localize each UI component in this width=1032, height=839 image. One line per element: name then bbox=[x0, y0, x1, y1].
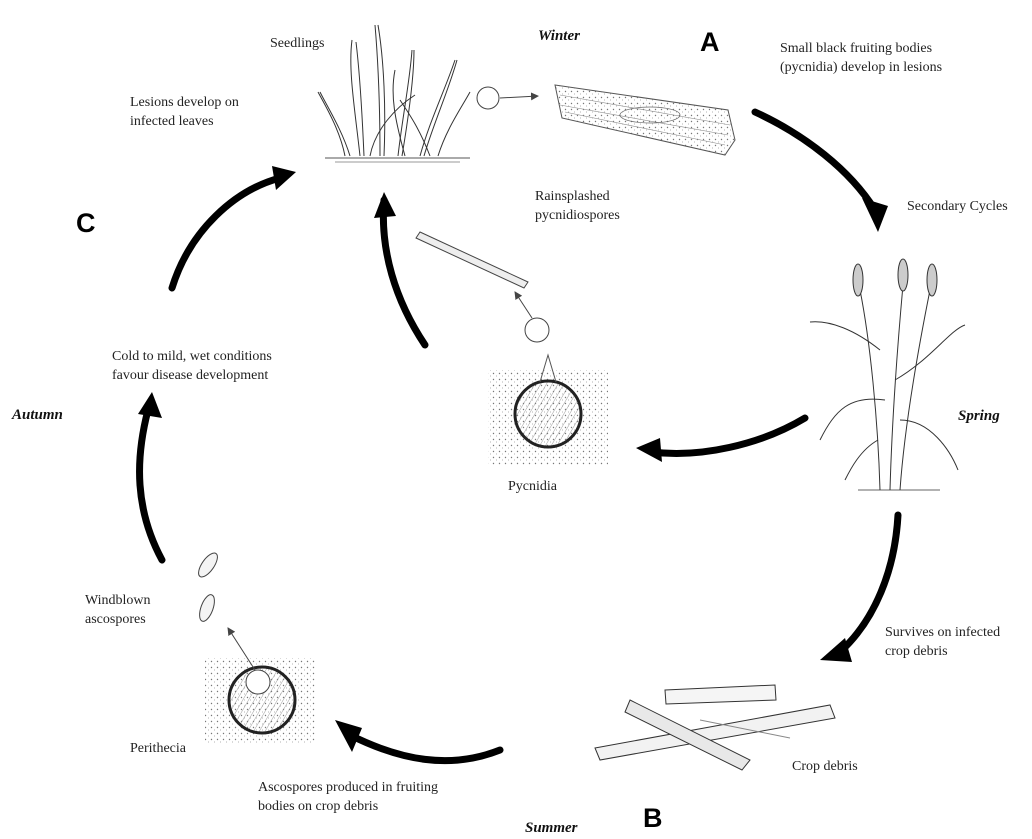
perithecia-illustration bbox=[205, 628, 315, 743]
label-pycnidia: Pycnidia bbox=[508, 478, 557, 496]
label-survives-line2: crop debris bbox=[885, 643, 948, 661]
label-lesions-line1: Lesions develop on bbox=[130, 94, 239, 112]
pycnidia-illustration bbox=[416, 232, 608, 465]
letter-b: B bbox=[643, 803, 663, 834]
label-cold-line2: favour disease development bbox=[112, 367, 268, 385]
label-cold-line1: Cold to mild, wet conditions bbox=[112, 348, 272, 366]
label-fruiting-line1: Small black fruiting bodies bbox=[780, 40, 932, 58]
label-rainsplashed-line2: pycnidiospores bbox=[535, 207, 620, 225]
label-windblown-line1: Windblown bbox=[85, 592, 151, 610]
arrow-spring-to-pycnidia bbox=[636, 418, 805, 462]
letter-a: A bbox=[700, 27, 720, 58]
season-summer: Summer bbox=[525, 820, 578, 837]
label-windblown-line2: ascospores bbox=[85, 611, 146, 629]
arrow-summer-to-perithecia bbox=[335, 720, 500, 761]
infected-leaf-illustration bbox=[555, 85, 735, 155]
label-fruiting-line2: (pycnidia) develop in lesions bbox=[780, 59, 942, 77]
letter-c: C bbox=[76, 208, 96, 239]
label-seedlings: Seedlings bbox=[270, 35, 324, 53]
season-winter: Winter bbox=[538, 28, 580, 45]
label-rainsplashed-line1: Rainsplashed bbox=[535, 188, 610, 206]
seedlings-illustration bbox=[318, 25, 538, 162]
arrow-windblown-to-autumn bbox=[138, 392, 162, 560]
season-spring: Spring bbox=[958, 408, 1000, 425]
label-secondary-cycles: Secondary Cycles bbox=[907, 198, 1008, 216]
arrow-winter-to-spring bbox=[755, 112, 888, 232]
season-autumn: Autumn bbox=[12, 407, 63, 424]
wheat-plant-illustration bbox=[810, 259, 965, 490]
arrow-pycnidia-to-seedlings bbox=[374, 192, 425, 345]
label-crop-debris: Crop debris bbox=[792, 758, 858, 776]
ascospores-illustration bbox=[195, 550, 221, 623]
label-ascospores-line2: bodies on crop debris bbox=[258, 798, 378, 816]
label-ascospores-line1: Ascospores produced in fruiting bbox=[258, 779, 438, 797]
label-lesions-line2: infected leaves bbox=[130, 113, 214, 131]
arrow-autumn-to-seedlings bbox=[172, 166, 296, 288]
label-perithecia: Perithecia bbox=[130, 740, 186, 758]
label-survives-line1: Survives on infected bbox=[885, 624, 1000, 642]
